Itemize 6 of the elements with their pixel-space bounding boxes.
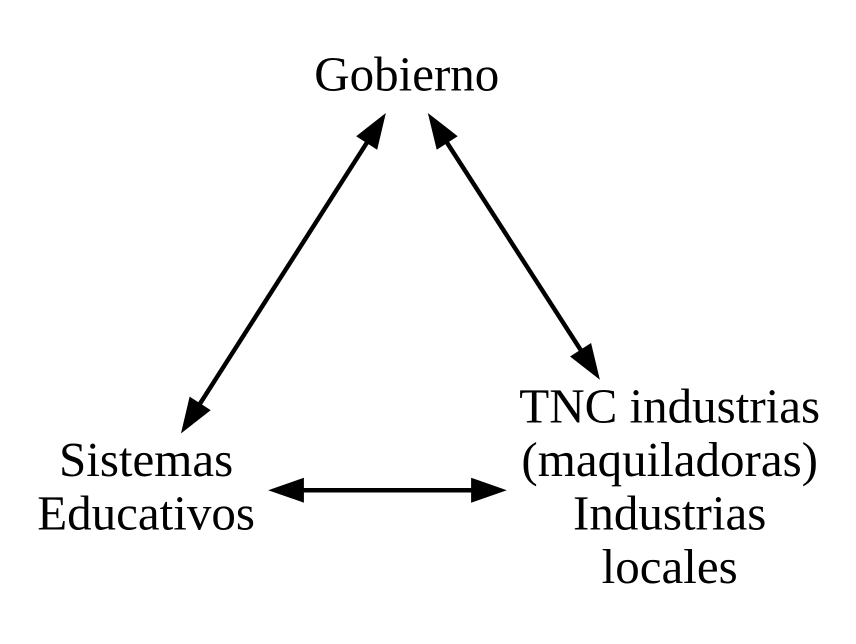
arrow: [427, 112, 600, 380]
arrow: [268, 478, 506, 503]
node-text: Sistemas Educativos: [36, 432, 254, 540]
node-text: TNC industrias (maquiladoras) Industrias locales: [518, 378, 820, 594]
node-text: Gobierno: [314, 46, 499, 102]
arrow: [180, 112, 386, 434]
